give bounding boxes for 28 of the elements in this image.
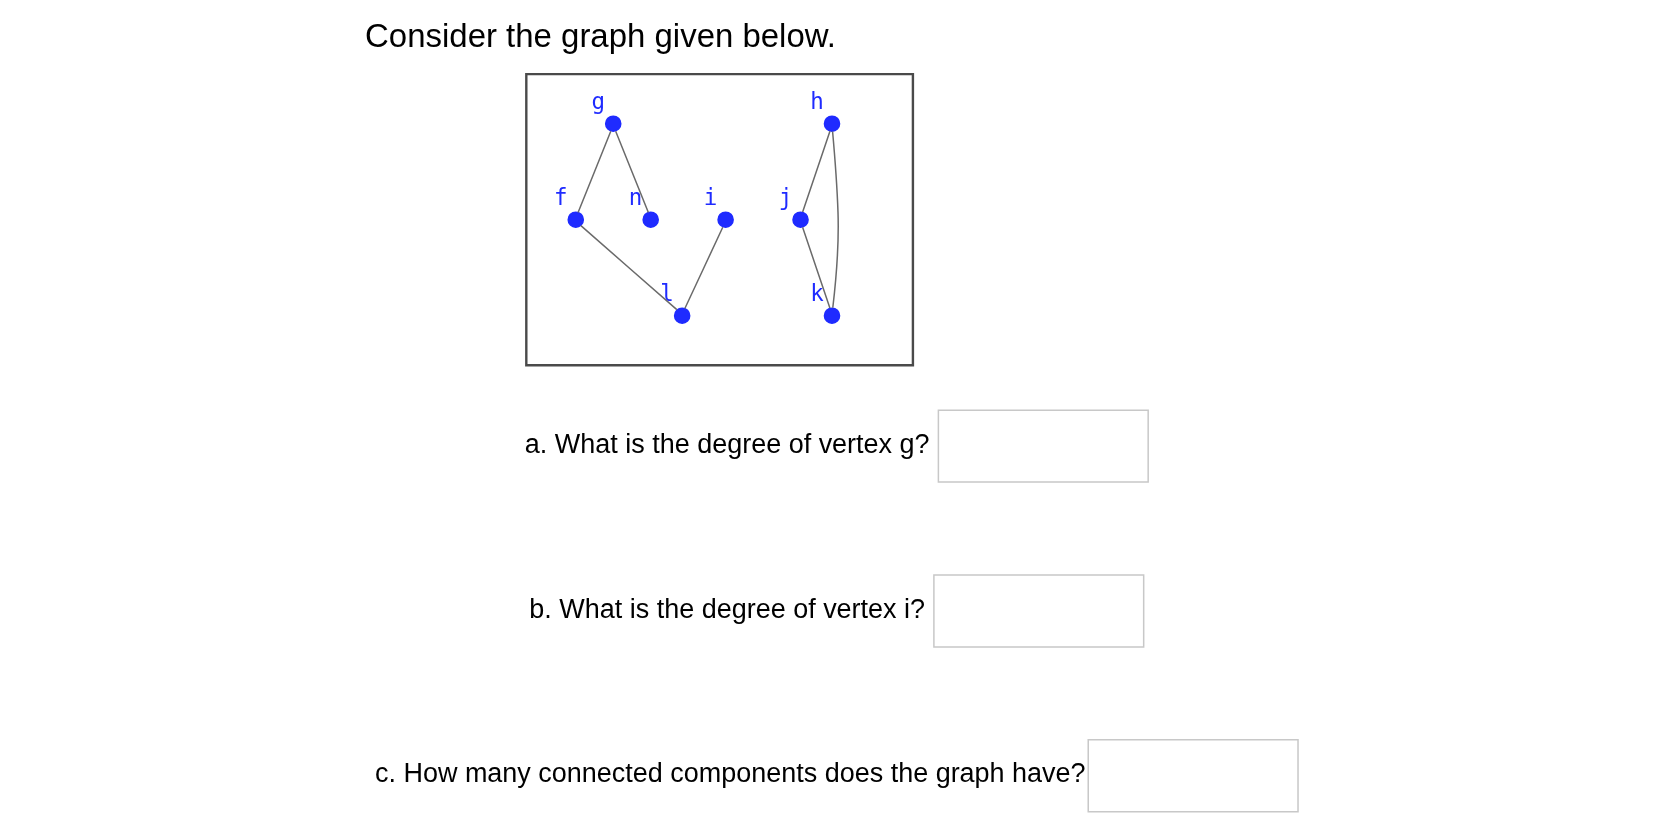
node-label: h bbox=[810, 87, 824, 114]
node-label: l bbox=[660, 279, 674, 306]
node-label: f bbox=[553, 183, 568, 210]
node-label: j bbox=[778, 183, 793, 210]
node-circle bbox=[604, 115, 622, 132]
connector bbox=[580, 224, 678, 311]
connector bbox=[614, 130, 650, 214]
node-circle bbox=[823, 115, 841, 132]
node-label: i bbox=[703, 183, 718, 210]
connector bbox=[801, 226, 831, 309]
connector bbox=[801, 130, 831, 213]
label: a. What is the degree of vertex g? bbox=[524, 428, 930, 459]
cluster bbox=[525, 72, 915, 367]
node-circle bbox=[792, 211, 809, 228]
node-label: g bbox=[591, 87, 605, 114]
node-circle bbox=[567, 211, 585, 228]
label: c. How many connected components does the graph have? bbox=[374, 758, 1086, 789]
node-label: k bbox=[810, 279, 824, 306]
node-circle bbox=[642, 211, 659, 228]
connector bbox=[831, 130, 839, 309]
label: b. What is the degree of vertex i? bbox=[529, 593, 926, 624]
connector bbox=[577, 130, 612, 214]
node-circle bbox=[673, 307, 691, 325]
node-label: n bbox=[628, 183, 643, 210]
node-circle bbox=[823, 307, 841, 325]
node-circle bbox=[717, 211, 734, 228]
connector bbox=[684, 226, 724, 310]
diagram-title: Consider the graph given below. bbox=[365, 16, 836, 54]
